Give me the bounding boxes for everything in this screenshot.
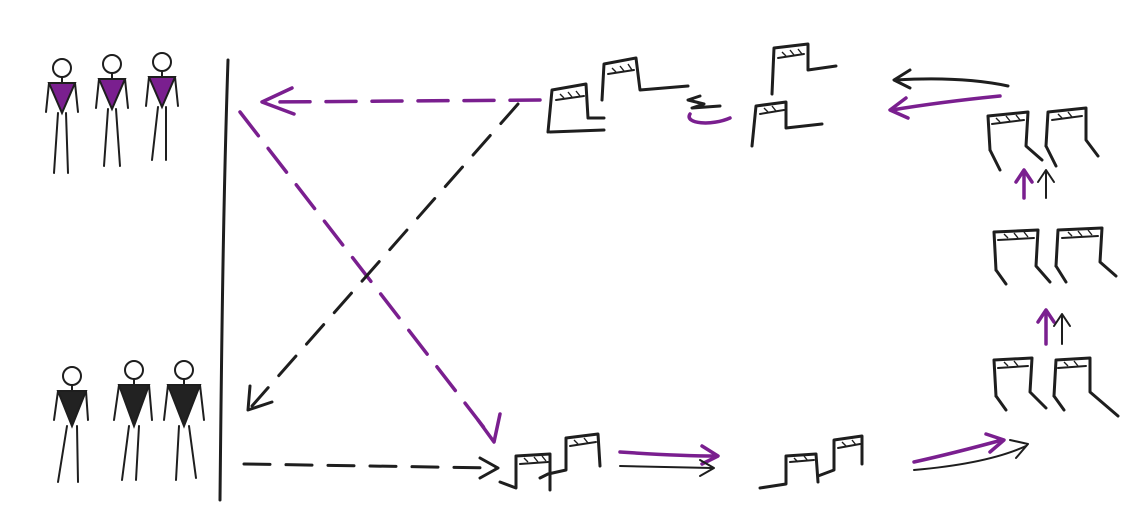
document-stack [750,42,838,148]
arrow-up-lower [1036,308,1071,346]
document-stack [986,106,1100,172]
top-actor-group [45,52,179,174]
arrow-right-to-center [888,68,1010,120]
document-stack [992,226,1118,286]
document-stack [992,356,1120,418]
arrow-docs-to-bottom-actors [246,102,520,412]
arrow-bottom-left-to-middle [618,444,720,477]
document-stack [498,432,602,492]
arrow-bottom-actors-to-docs [242,456,500,480]
arrow-docs-to-top-actors [260,86,542,116]
actor-figure [145,52,179,161]
actor-figure [113,360,153,481]
arrow-top-actors-to-bottom-docs [238,110,502,444]
document-stack [546,56,690,134]
process-squiggle [686,94,732,125]
bottom-actor-group [53,360,205,483]
arrow-up-upper [1014,168,1055,200]
actor-figure [95,54,129,167]
actor-figure [53,366,89,483]
swimlane-divider [218,58,230,502]
actor-figure [163,360,205,481]
document-stack [758,434,864,490]
actor-figure [45,58,79,174]
arrow-bottom-middle-to-right [912,432,1029,471]
